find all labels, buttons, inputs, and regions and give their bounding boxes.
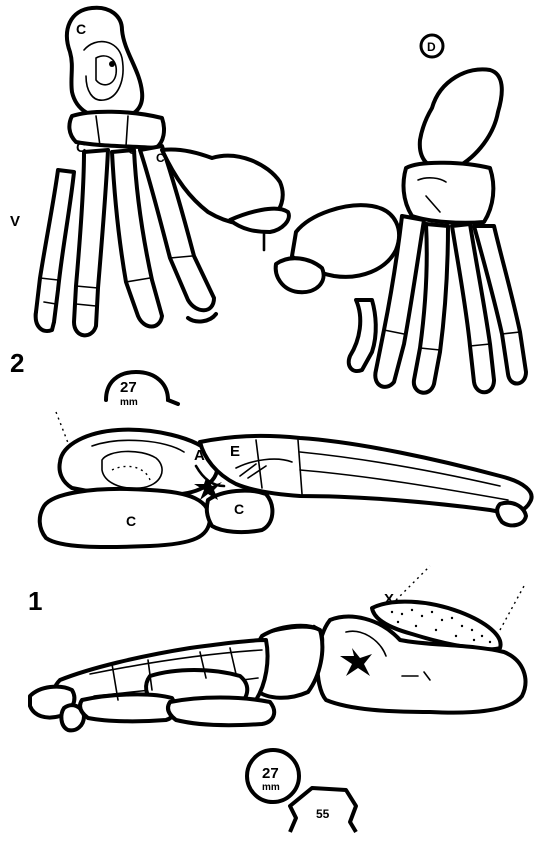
upper-phalanx-tip bbox=[497, 503, 526, 526]
left-foot-digit-2 bbox=[74, 150, 108, 335]
fig2-label-v: V bbox=[10, 213, 20, 230]
lower-toe-row-2 bbox=[168, 698, 274, 726]
right-foot-tarsals bbox=[404, 163, 494, 223]
scale-bottom-badge: 55 bbox=[316, 807, 330, 821]
right-foot-digit-5 bbox=[349, 300, 376, 371]
fig2-right-foot bbox=[276, 69, 526, 392]
fig2-left-foot bbox=[36, 8, 289, 336]
upper-heel-base bbox=[40, 489, 210, 547]
fig2-label-c-right: C bbox=[156, 151, 165, 165]
scale-bottom-unit: mm bbox=[262, 782, 280, 793]
figure-number-1: 1 bbox=[28, 586, 42, 616]
upper-label-e: E bbox=[230, 443, 240, 460]
scale-top-unit: mm bbox=[120, 397, 138, 408]
scale-top-value: 27 bbox=[120, 379, 137, 396]
fig1-upper-foot bbox=[40, 412, 532, 547]
lower-toe-row bbox=[80, 694, 175, 721]
upper-label-a: A bbox=[194, 447, 205, 464]
fig2-d-marker: D bbox=[421, 35, 443, 57]
right-foot-medial-tip bbox=[276, 258, 324, 292]
fig1-lower-foot bbox=[30, 566, 525, 730]
fig2-label-c-left: C bbox=[76, 139, 86, 155]
scale-bottom-value: 27 bbox=[262, 765, 279, 782]
fig2-label-d: D bbox=[427, 40, 436, 54]
fig2-label-c-mid: C bbox=[128, 143, 137, 157]
right-foot-calcaneus bbox=[420, 69, 502, 169]
scale-marker-top: 27 mm bbox=[106, 372, 178, 408]
figure-number-2: 2 bbox=[10, 348, 24, 378]
lower-label-x: X bbox=[384, 591, 394, 608]
upper-label-c-left: C bbox=[126, 513, 136, 529]
upper-label-c-right: C bbox=[234, 501, 244, 517]
fig2-label-c-upper: C bbox=[76, 21, 86, 37]
scale-marker-bottom: 27 mm 55 bbox=[247, 750, 356, 832]
